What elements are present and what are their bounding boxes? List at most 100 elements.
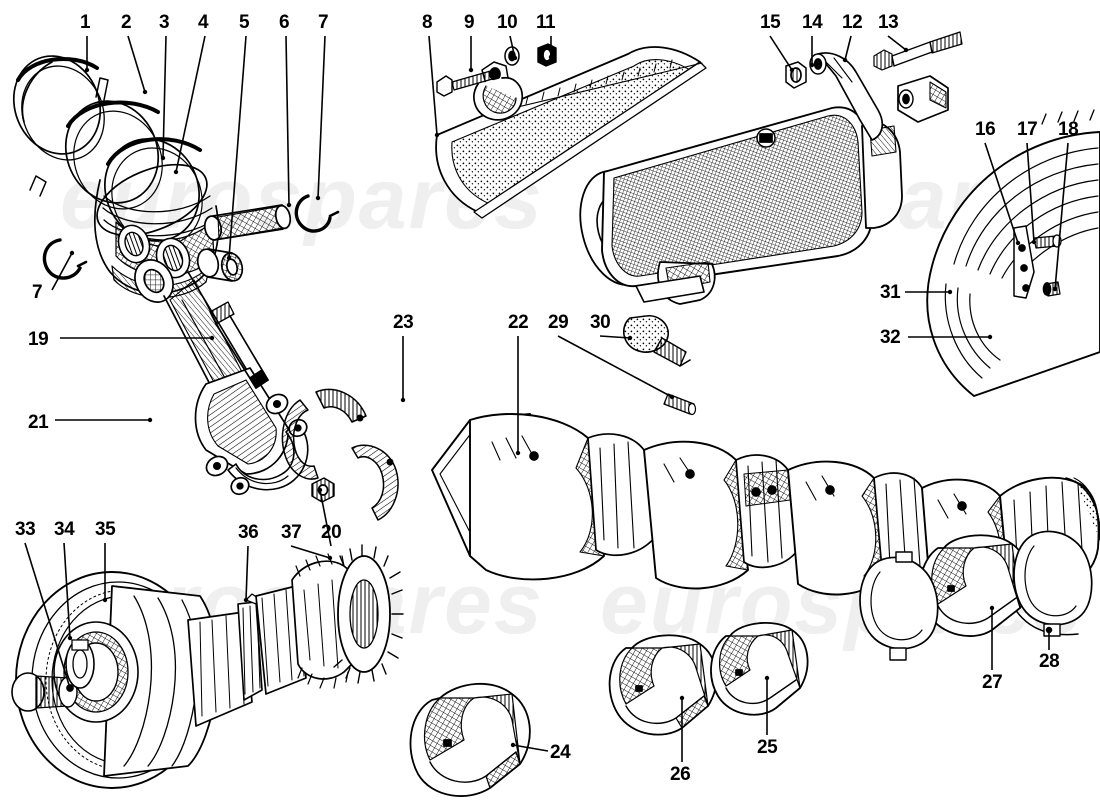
connecting-rod-nut: [311, 477, 335, 503]
connecting-rod-bolt: [209, 301, 269, 389]
callout-7-circlip[interactable]: 7: [318, 12, 329, 33]
leader-line-29: [557, 335, 673, 398]
callout-5-gudgeon-pin-bush[interactable]: 5: [239, 12, 250, 33]
woodruff-key: [237, 593, 263, 701]
callout-22-crankshaft[interactable]: 22: [508, 312, 529, 333]
callout-21-connecting-rod[interactable]: 21: [28, 412, 49, 433]
callout-27-main-bearing-shell-thrust[interactable]: 27: [982, 672, 1003, 693]
leader-dot-34: [67, 635, 73, 641]
leader-dot-21: [147, 417, 153, 423]
leader-dot-17: [1031, 239, 1037, 245]
callout-23-big-end-bearing-shell[interactable]: 23: [393, 312, 414, 333]
callout-8-starter-bracket-bolt[interactable]: 8: [422, 12, 433, 33]
leader-line-18: [1054, 142, 1069, 290]
leader-line-5: [228, 35, 247, 259]
starter-clamp: [473, 61, 524, 121]
callout-14-starter-washer[interactable]: 14: [802, 12, 823, 33]
callout-3-piston-ring-oil-scraper[interactable]: 3: [159, 12, 170, 33]
leader-line-20: [319, 489, 332, 547]
callout-35-crankshaft-pulley-damper[interactable]: 35: [95, 519, 116, 540]
callout-leaders: [24, 35, 1069, 762]
leader-dot-13: [903, 47, 909, 53]
callout-18-flywheel-bolt[interactable]: 18: [1058, 119, 1079, 140]
callout-34-damper-washer[interactable]: 34: [54, 519, 75, 540]
callout-29-dowel-pin[interactable]: 29: [548, 312, 569, 333]
leader-dot-25: [764, 675, 770, 681]
leader-dot-29: [669, 394, 675, 400]
leader-dot-15: [789, 67, 795, 73]
main-bearing-24: [409, 682, 531, 797]
callout-12-starter-motor[interactable]: 12: [842, 12, 863, 33]
leader-line-30: [599, 335, 631, 339]
piston-ring-1: [12, 55, 105, 161]
leader-dot-1: [84, 67, 90, 73]
callout-32-crankshaft-rear-flange[interactable]: 32: [880, 327, 901, 348]
callout-1-piston-ring-upper[interactable]: 1: [80, 12, 91, 33]
leader-dot-32: [987, 334, 993, 340]
callout-15-starter-nut[interactable]: 15: [760, 12, 781, 33]
leader-line-24: [512, 744, 549, 752]
callout-26-main-bearing-shell-centre[interactable]: 26: [670, 764, 691, 785]
leader-dot-36: [243, 597, 249, 603]
callout-36-woodruff-key[interactable]: 36: [238, 522, 259, 543]
leader-dot-5: [226, 255, 232, 261]
leader-dot-6: [286, 202, 292, 208]
leader-line-3: [162, 35, 167, 159]
leader-dot-10: [512, 55, 518, 61]
callout-10-washer[interactable]: 10: [497, 12, 518, 33]
timing-gear: [333, 544, 404, 684]
leader-line-7: [51, 252, 73, 291]
leader-dot-7: [315, 195, 321, 201]
circlip-left: [42, 238, 88, 280]
callout-4-piston[interactable]: 4: [198, 12, 209, 33]
piston-ring-2: [64, 77, 163, 210]
leader-dot-7: [69, 250, 75, 256]
leader-dot-35: [102, 597, 108, 603]
leader-line-7: [317, 35, 326, 199]
callout-11-nut[interactable]: 11: [536, 12, 556, 33]
thrust-washers: [859, 530, 1093, 661]
big-end-bearing-shells: [281, 388, 399, 521]
leader-dot-22: [515, 450, 521, 456]
callout-33-damper-bolt[interactable]: 33: [15, 519, 36, 540]
callout-9-starter-clamp[interactable]: 9: [464, 12, 475, 33]
leader-line-36: [245, 545, 249, 601]
callout-16-flywheel-locating-plate[interactable]: 16: [975, 119, 996, 140]
starter-stud: [873, 31, 963, 71]
callout-37-timing-gear[interactable]: 37: [281, 522, 302, 543]
main-bearing-25: [710, 622, 809, 716]
callout-17-flywheel-dowel[interactable]: 17: [1017, 119, 1038, 140]
leader-dot-20: [317, 487, 323, 493]
leader-line-33: [24, 542, 71, 689]
callout-20-connecting-rod-nut[interactable]: 20: [321, 522, 342, 543]
leader-line-34: [63, 542, 71, 639]
leader-dot-3: [160, 155, 166, 161]
callout-7-circlip[interactable]: 7: [32, 282, 43, 303]
leader-dot-23: [400, 397, 406, 403]
damper-washer: [65, 639, 95, 689]
leader-dot-12: [842, 57, 848, 63]
starter-bracket-bolt: [436, 69, 497, 97]
callout-2-piston-ring-second[interactable]: 2: [121, 12, 132, 33]
leader-dot-31: [947, 289, 953, 295]
leader-line-15: [769, 35, 793, 71]
leader-dot-16: [1015, 240, 1021, 246]
crankshaft-plug: [623, 314, 691, 367]
callout-24-main-bearing-shell-front[interactable]: 24: [550, 742, 571, 763]
leader-line-4: [175, 35, 206, 173]
callout-19-connecting-rod-bolt[interactable]: 19: [28, 329, 49, 350]
leader-dot-18: [1052, 286, 1058, 292]
callout-31-flywheel[interactable]: 31: [880, 282, 901, 303]
callout-13-starter-stud[interactable]: 13: [878, 12, 899, 33]
leader-dot-14: [809, 62, 815, 68]
callout-30-crankshaft-plug[interactable]: 30: [590, 312, 611, 333]
callout-28-thrust-washer[interactable]: 28: [1039, 651, 1060, 672]
starter-motor-body: [579, 52, 949, 305]
callout-6-gudgeon-pin[interactable]: 6: [279, 12, 290, 33]
leader-dot-11: [548, 54, 554, 60]
damper-pulley-assembly: [11, 544, 404, 789]
leader-line-2: [127, 35, 146, 93]
leader-dot-8: [434, 132, 440, 138]
callout-25-main-bearing-shell-rear[interactable]: 25: [757, 737, 778, 758]
